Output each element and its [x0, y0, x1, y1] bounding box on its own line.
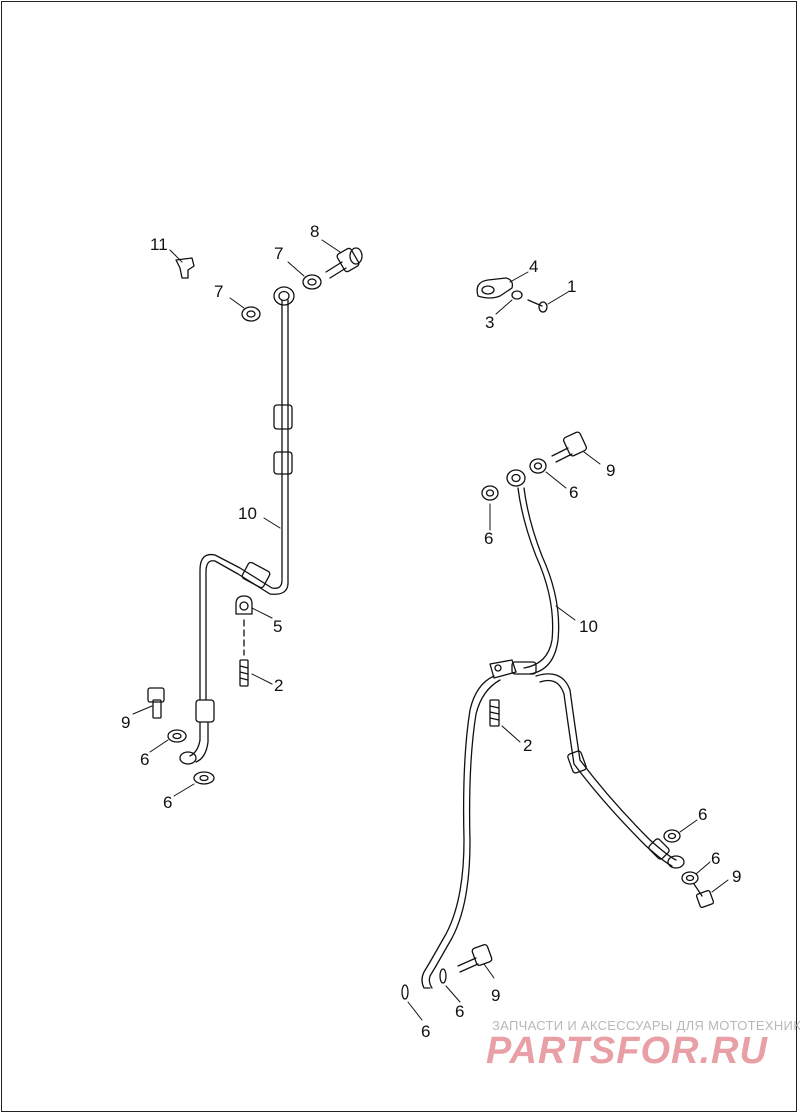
- washer-6-e: [663, 829, 681, 843]
- bolt-2-right: [489, 699, 500, 727]
- washer-6-d: [529, 458, 547, 474]
- callout-10-b: 10: [579, 617, 598, 636]
- bolt-9-right-bottom: [457, 944, 493, 973]
- washer-6-h: [439, 968, 447, 984]
- callout-6-c: 6: [140, 750, 149, 769]
- watermark-tagline: ЗАПЧАСТИ И АКСЕССУАРЫ ДЛЯ МОТОТЕХНИКИ: [492, 1018, 800, 1033]
- callout-1: 1: [567, 277, 576, 296]
- callout-6-d: 6: [163, 793, 172, 812]
- nut-3: [511, 290, 523, 300]
- callout-9-d: 9: [491, 986, 500, 1005]
- callout-6-g: 6: [455, 1002, 464, 1021]
- callout-9-a: 9: [606, 461, 615, 480]
- callout-9-c: 9: [732, 867, 741, 886]
- washer-6-f: [681, 871, 699, 885]
- callout-3: 3: [485, 313, 494, 332]
- washer-6-b: [193, 771, 215, 785]
- bolt-9-right-mid: [693, 883, 715, 909]
- callout-10-a: 10: [238, 504, 257, 523]
- callout-6-f: 6: [711, 849, 720, 868]
- clamp-4: [476, 277, 514, 299]
- callout-7-b: 7: [214, 282, 223, 301]
- callout-labels: 11 8 7 7 4 1 3 9 6 6 10 10 5 2 9 6 6 2 6…: [121, 222, 741, 1041]
- right-brake-hose-lower: [421, 673, 685, 989]
- callout-6-a: 6: [569, 483, 578, 502]
- washer-6-c: [481, 485, 499, 501]
- callout-6-b: 6: [484, 529, 493, 548]
- banjo-bolt-8: [325, 247, 363, 279]
- callout-8: 8: [310, 222, 319, 241]
- callout-6-e: 6: [698, 805, 707, 824]
- callout-4: 4: [529, 257, 538, 276]
- callout-11: 11: [150, 235, 168, 254]
- bleeder-cap-11: [175, 257, 195, 279]
- callout-2-b: 2: [523, 736, 532, 755]
- callout-6-h: 6: [421, 1022, 430, 1041]
- bolt-9-left: [147, 687, 165, 719]
- watermark-logo: PARTSFOR.RU: [486, 1030, 768, 1072]
- junction-block: [489, 659, 537, 679]
- bolt-2-left: [239, 659, 249, 687]
- callout-7-a: 7: [274, 244, 283, 263]
- callout-9-b: 9: [121, 713, 130, 732]
- right-brake-hose-upper: [506, 469, 560, 675]
- clip-5: [235, 595, 253, 656]
- banjo-bolt-9-right-top: [551, 431, 588, 463]
- washer-6-g: [401, 984, 409, 1000]
- screw-1: [527, 299, 548, 313]
- callout-2-a: 2: [274, 676, 283, 695]
- washer-7-b: [302, 274, 322, 290]
- leader-lines: [132, 239, 729, 1021]
- washer-7-a: [241, 306, 261, 322]
- washer-6-a: [167, 729, 187, 743]
- left-brake-hose: [179, 286, 295, 765]
- callout-5: 5: [273, 617, 282, 636]
